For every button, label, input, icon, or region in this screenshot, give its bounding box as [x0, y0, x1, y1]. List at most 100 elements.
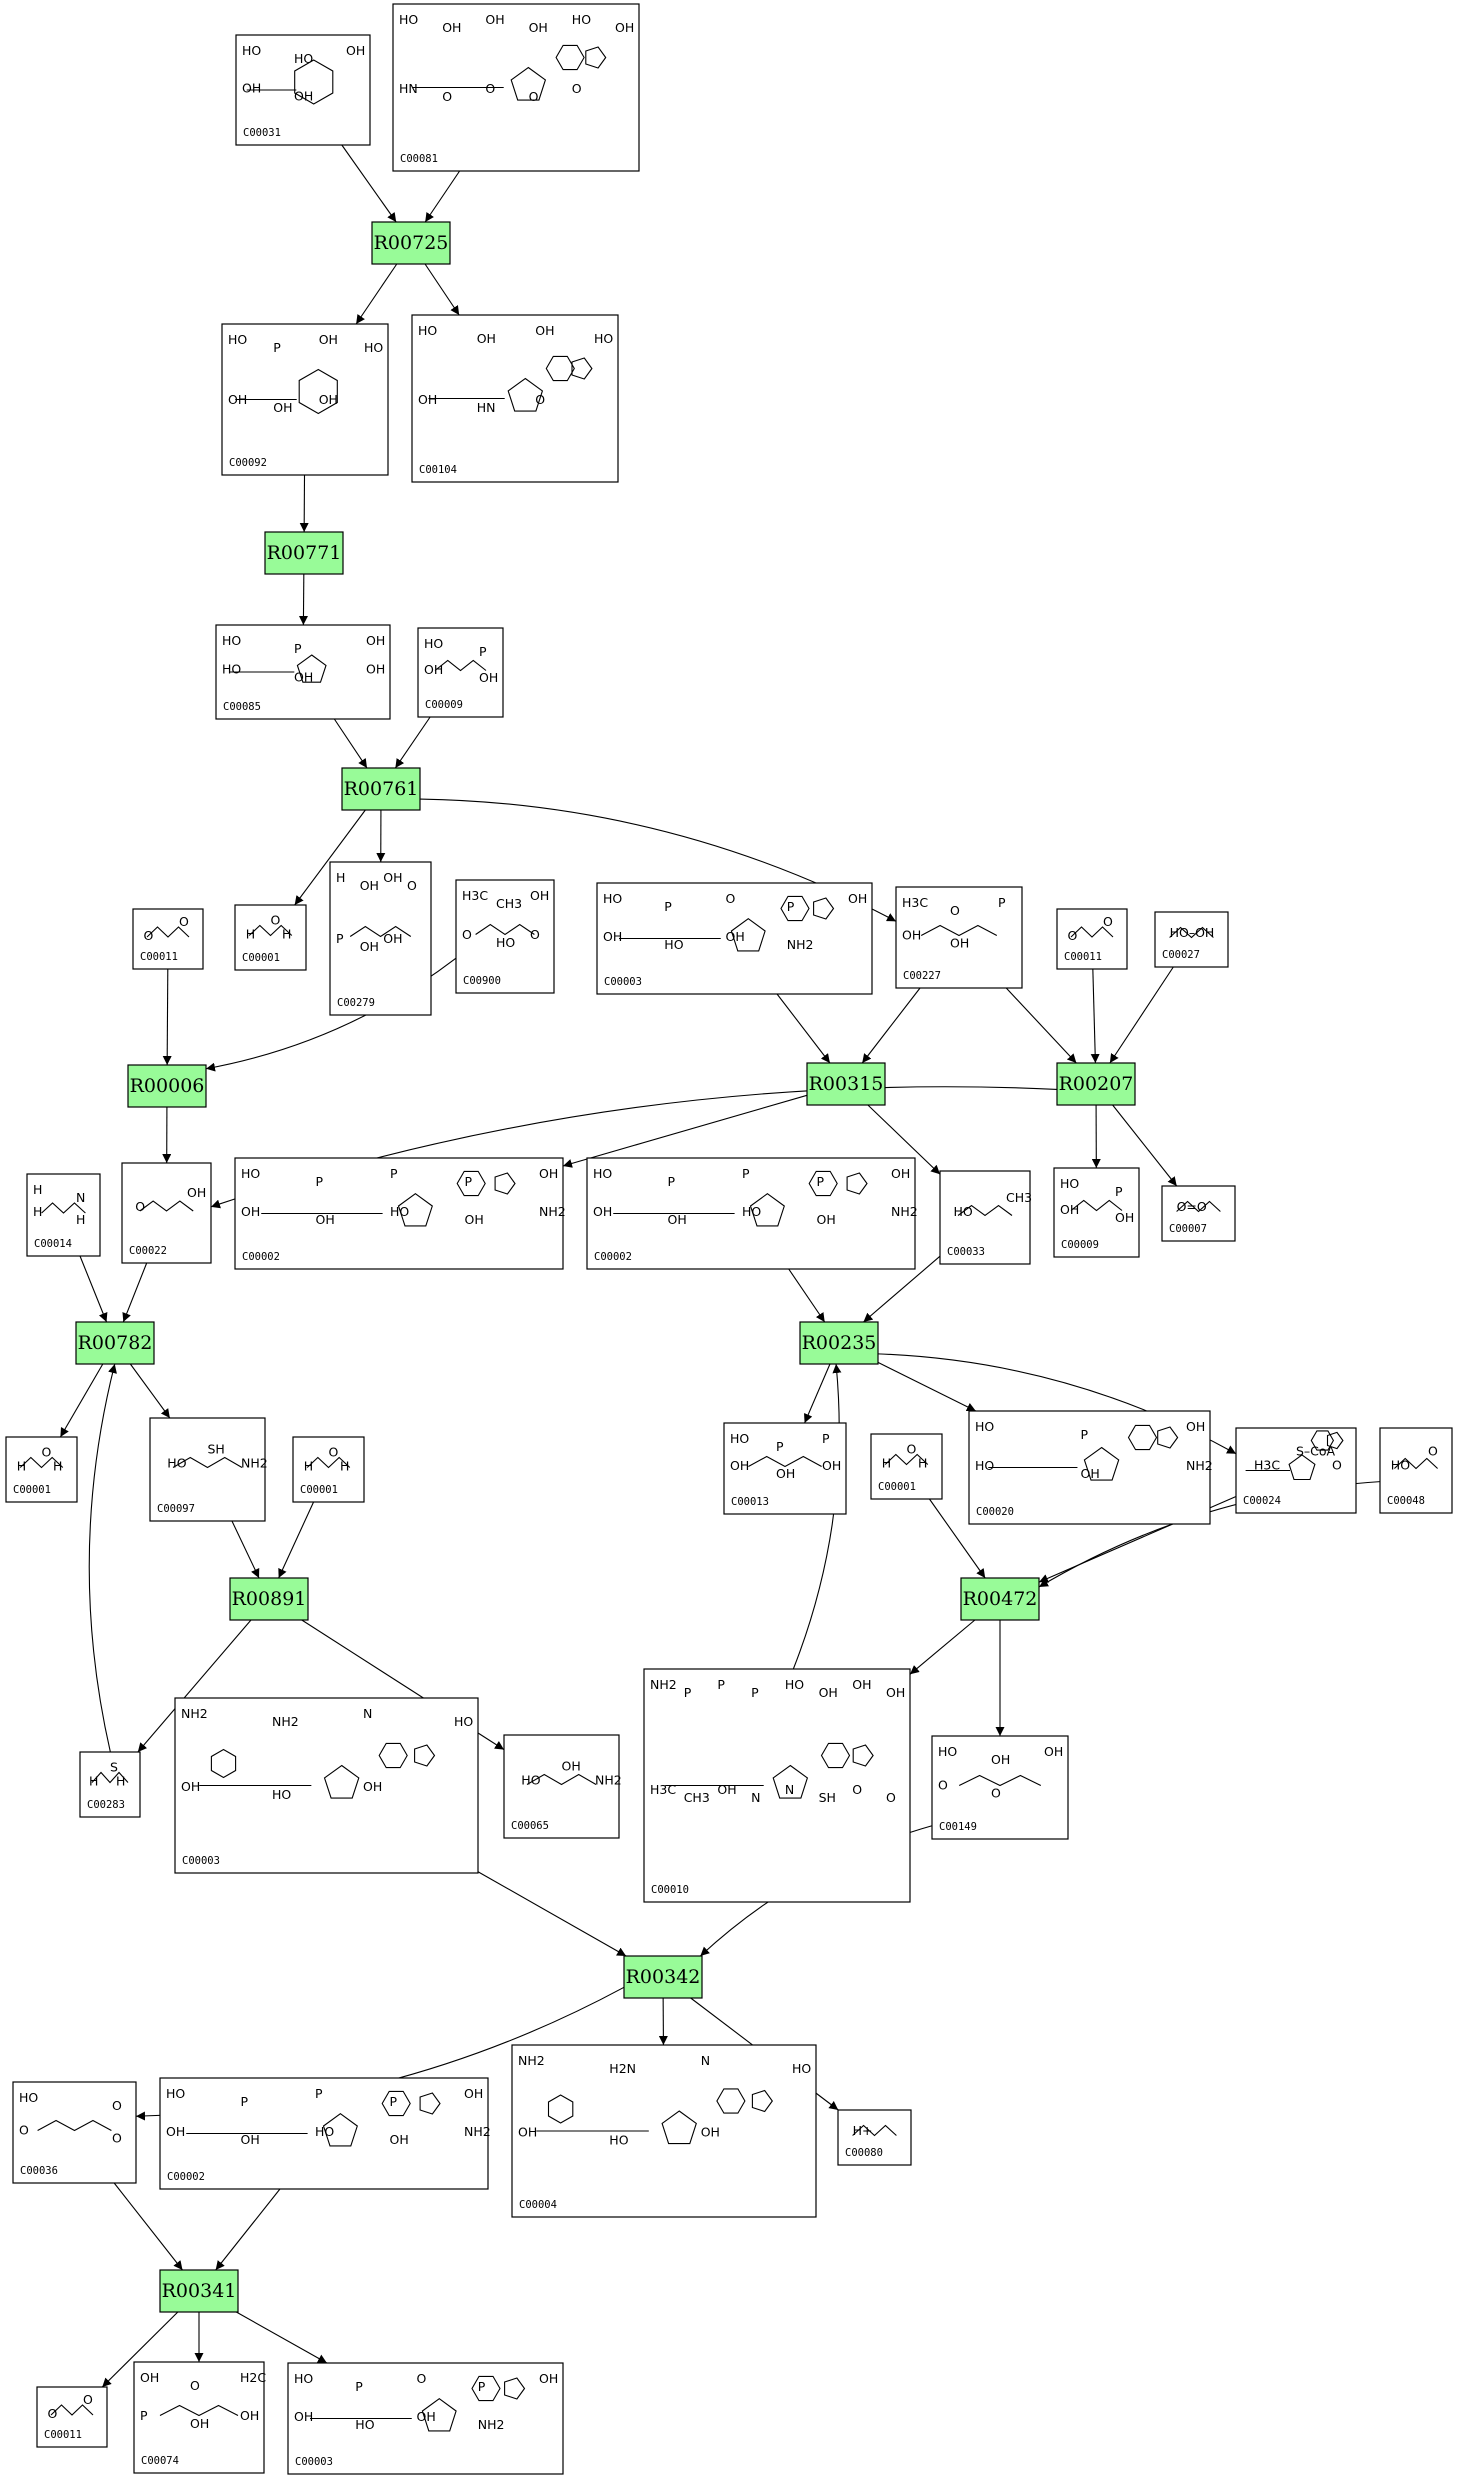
edge-r7-c00013 [804, 1363, 831, 1424]
atom-label: OH [360, 878, 379, 893]
structure-drawing [1176, 1200, 1221, 1213]
reaction-r00342[interactable]: R00342 [623, 1955, 703, 1999]
edge-r0-c00104 [424, 263, 460, 316]
compound-box [455, 879, 555, 994]
atom-label: H [918, 1455, 927, 1470]
atom-label: OH [228, 392, 247, 407]
reaction-r00891[interactable]: R00891 [229, 1577, 309, 1621]
atom-label: OH [776, 1466, 795, 1481]
reaction-r00761[interactable]: R00761 [341, 767, 421, 811]
atom-label: H [33, 1182, 42, 1197]
atom-label: H3C [462, 888, 488, 903]
atom-label: S–CoA [1296, 1444, 1336, 1459]
atom-label: O [271, 912, 281, 927]
atom-label: CH3 [496, 896, 522, 911]
atom-label: O [1332, 1458, 1342, 1473]
reaction-box [127, 1064, 207, 1108]
edge-c00001c-r8 [278, 1501, 315, 1579]
atom-label: HO [594, 331, 613, 346]
reaction-r00207[interactable]: R00207 [1056, 1062, 1136, 1106]
compound-id: C00097 [157, 1503, 195, 1515]
reaction-r00782[interactable]: R00782 [75, 1321, 155, 1365]
reaction-r00315[interactable]: R00315 [806, 1062, 886, 1106]
atom-label: OH [166, 2124, 185, 2139]
atom-label: O [1428, 1444, 1438, 1459]
compound-id: C00020 [976, 1506, 1014, 1518]
edge-r6-c00097 [129, 1363, 171, 1419]
structure-drawing [434, 659, 487, 672]
compound-box [837, 2109, 912, 2166]
atom-label: HO [454, 1714, 473, 1729]
reaction-r00472[interactable]: R00472 [960, 1577, 1040, 1621]
atom-label: O [462, 927, 472, 942]
atom-label: OH [529, 20, 548, 35]
atom-label: OH [477, 331, 496, 346]
compound-id: C00003 [604, 976, 642, 988]
compound-c00080[interactable]: H+C00080 [837, 2109, 912, 2166]
reaction-box [341, 767, 421, 811]
reaction-r00771[interactable]: R00771 [264, 531, 344, 575]
compound-id: C00004 [519, 2199, 557, 2211]
structure-drawing [146, 926, 190, 938]
atom-label: O [1103, 914, 1113, 929]
reaction-id: R00761 [344, 778, 419, 800]
atom-label: OH [240, 2408, 259, 2423]
reaction-r00235[interactable]: R00235 [799, 1321, 879, 1365]
reaction-r00341[interactable]: R00341 [159, 2269, 239, 2313]
reaction-r00006[interactable]: R00006 [127, 1064, 207, 1108]
atom-label: NH2 [241, 1455, 268, 1470]
compound-box [870, 1433, 943, 1500]
atom-label: P [273, 340, 281, 355]
atom-label: OH [562, 1758, 581, 1773]
reaction-r00725[interactable]: R00725 [371, 221, 451, 265]
edge-c00081-r0 [424, 170, 461, 223]
atom-label: OH [1115, 1210, 1134, 1225]
edge-r4-c00002a [562, 1094, 808, 1168]
atom-label: OH [383, 931, 402, 946]
atom-label: H [882, 1455, 891, 1470]
atom-label: HO [222, 662, 241, 677]
edge-c00033-r7 [863, 1255, 941, 1323]
